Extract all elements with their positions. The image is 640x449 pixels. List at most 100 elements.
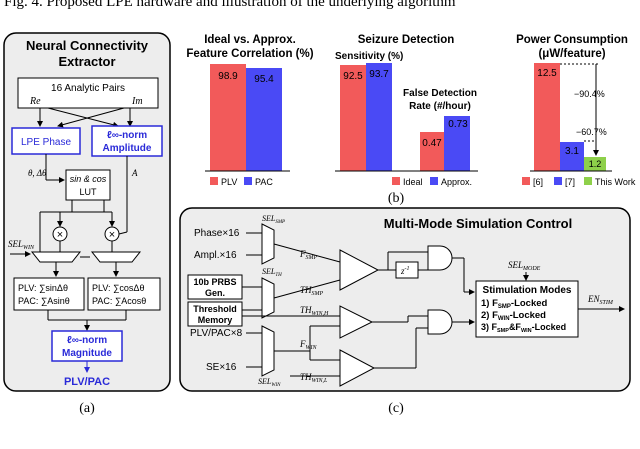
chart3-legend-ref7-swatch (554, 177, 562, 185)
f-win-label: FWIN (299, 339, 317, 351)
chart2-bar-ideal-2 (420, 132, 444, 171)
re-label: Re (29, 96, 41, 107)
plv-pac-output: PLV/PAC (64, 376, 110, 388)
and-gate-win (427, 309, 453, 335)
top-caption: Fig. 4. Proposed LPE hardware and illust… (4, 0, 456, 10)
im-label: Im (131, 96, 143, 107)
magnitude-label-1: ℓ∞-norm (67, 335, 107, 346)
mux-right (90, 251, 142, 263)
multiplier-left-symbol: × (57, 229, 63, 241)
chart2-legend-approx: Approx. (441, 177, 472, 187)
panel-b: Ideal vs. Approx. Feature Correlation (%… (186, 34, 635, 206)
panel-a-label: (a) (79, 401, 95, 416)
sel-win-a: SELWIN (8, 239, 35, 251)
chart2-value-1: 92.5 (343, 71, 363, 82)
magnitude-label-2: Magnitude (62, 348, 112, 359)
prbs-label-2: Gen. (205, 288, 225, 298)
chart2-legend-approx-swatch (430, 177, 438, 185)
mux-win (261, 325, 275, 377)
input-ampl: Ampl.×16 (194, 250, 237, 261)
chart2-legend-ideal-swatch (392, 177, 400, 185)
chart2-bar-ideal-1 (340, 65, 366, 171)
th-win-h-label: THWIN,H (300, 305, 329, 317)
analytic-pairs-label: 16 Analytic Pairs (51, 83, 125, 94)
sum-box-right (87, 277, 161, 311)
chart3-legend-ref7: [7] (565, 177, 575, 187)
prbs-box (187, 274, 243, 300)
f-smp-label: FSMP (299, 249, 317, 261)
delay-label: z-1 (400, 266, 410, 276)
mux-left (30, 251, 82, 263)
chart3-bar-ref7 (560, 142, 584, 171)
chart2-title: Seizure Detection (358, 34, 455, 46)
comparator-smp (339, 249, 380, 291)
mux-th (261, 277, 275, 319)
en-stim: ENSTIM (587, 294, 614, 306)
sel-smp: SELSMP (262, 214, 285, 225)
chart1-title-1: Ideal vs. Approx. (204, 34, 296, 46)
mode-3: 3) FSMP&FWIN-Locked (481, 322, 566, 334)
stimulation-modes-box (475, 280, 579, 338)
mode-1: 1) FSMP-Locked (481, 298, 548, 310)
chart3-annotation-1: −90.4% (574, 89, 605, 99)
chart1-legend-plv-swatch (210, 177, 218, 185)
chart1-value-pac: 95.4 (254, 74, 274, 85)
chart3-legend-thiswork: This Work (595, 177, 636, 187)
threshold-memory-box (187, 301, 243, 327)
chart2-bar-approx-1 (366, 63, 392, 171)
panel-a-title-1: Neural Connectivity (26, 38, 149, 53)
sum-right-plv: PLV: ∑cosΔθ (92, 283, 144, 293)
panel-b-label: (b) (388, 191, 405, 206)
panel-a-title-2: Extractor (58, 54, 115, 69)
comparator-win-h (339, 305, 374, 339)
th-win-l-label: THWIN,L (300, 372, 328, 384)
chart3-bar-thiswork (584, 157, 606, 171)
sel-th: SELTH (262, 267, 282, 278)
amplitude-label-1: ℓ∞-norm (107, 130, 147, 141)
chart1-value-plv: 98.9 (218, 71, 238, 82)
input-plvpac: PLV/PAC×8 (190, 328, 243, 339)
lut-box (65, 169, 111, 201)
analytic-pairs-box (17, 77, 159, 109)
chart2-legend-ideal: Ideal (403, 177, 423, 187)
input-phase: Phase×16 (194, 228, 240, 239)
threshold-label-1: Threshold (193, 304, 237, 314)
chart3-bar-ref6 (534, 63, 560, 171)
chart2-value-2: 93.7 (369, 69, 389, 80)
chart1-legend-pac-swatch (244, 177, 252, 185)
chart1-legend-pac: PAC (255, 177, 273, 187)
amplitude-box (91, 125, 163, 157)
chart1-bar-pac (246, 68, 282, 171)
chart2-group1-label: Sensitivity (%) (335, 51, 403, 62)
and-gate-smp (427, 245, 453, 271)
modes-title: Stimulation Modes (483, 285, 572, 296)
lpe-phase-label: LPE Phase (21, 137, 71, 148)
panel-c-frame (179, 207, 631, 392)
amplitude-label-2: Amplitude (103, 143, 152, 154)
chart3-title-2: (μW/feature) (538, 48, 605, 60)
prbs-label-1: 10b PRBS (193, 277, 236, 287)
sum-left-plv: PLV: ∑sinΔθ (18, 283, 68, 293)
panel-c-title: Multi-Mode Simulation Control (384, 216, 572, 231)
th-smp-label: THSMP (300, 285, 324, 297)
chart3-legend-thiswork-swatch (584, 177, 592, 185)
chart3-value-thiswork: 1.2 (589, 159, 602, 169)
chart3-annotation-2: −60.7% (576, 127, 607, 137)
chart1-title-2: Feature Correlation (%) (186, 48, 313, 60)
sel-win-c: SELWIN (258, 377, 281, 388)
chart2-group2-label-1: False Detection (403, 88, 477, 99)
panel-c-label: (c) (388, 401, 404, 416)
a-label: A (131, 168, 138, 178)
chart2-group2-label-2: Rate (#/hour) (409, 101, 471, 112)
input-se: SE×16 (206, 362, 237, 373)
chart1-bar-plv (210, 64, 246, 171)
chart3-value-ref7: 3.1 (565, 146, 579, 157)
mode-2: 2) FWIN-Locked (481, 310, 546, 322)
chart2-value-4: 0.73 (448, 119, 468, 130)
chart3-legend-ref6-swatch (522, 177, 530, 185)
chart3-legend-ref6: [6] (533, 177, 543, 187)
lut-label-2: LUT (79, 187, 97, 197)
mux-smp (261, 223, 275, 265)
